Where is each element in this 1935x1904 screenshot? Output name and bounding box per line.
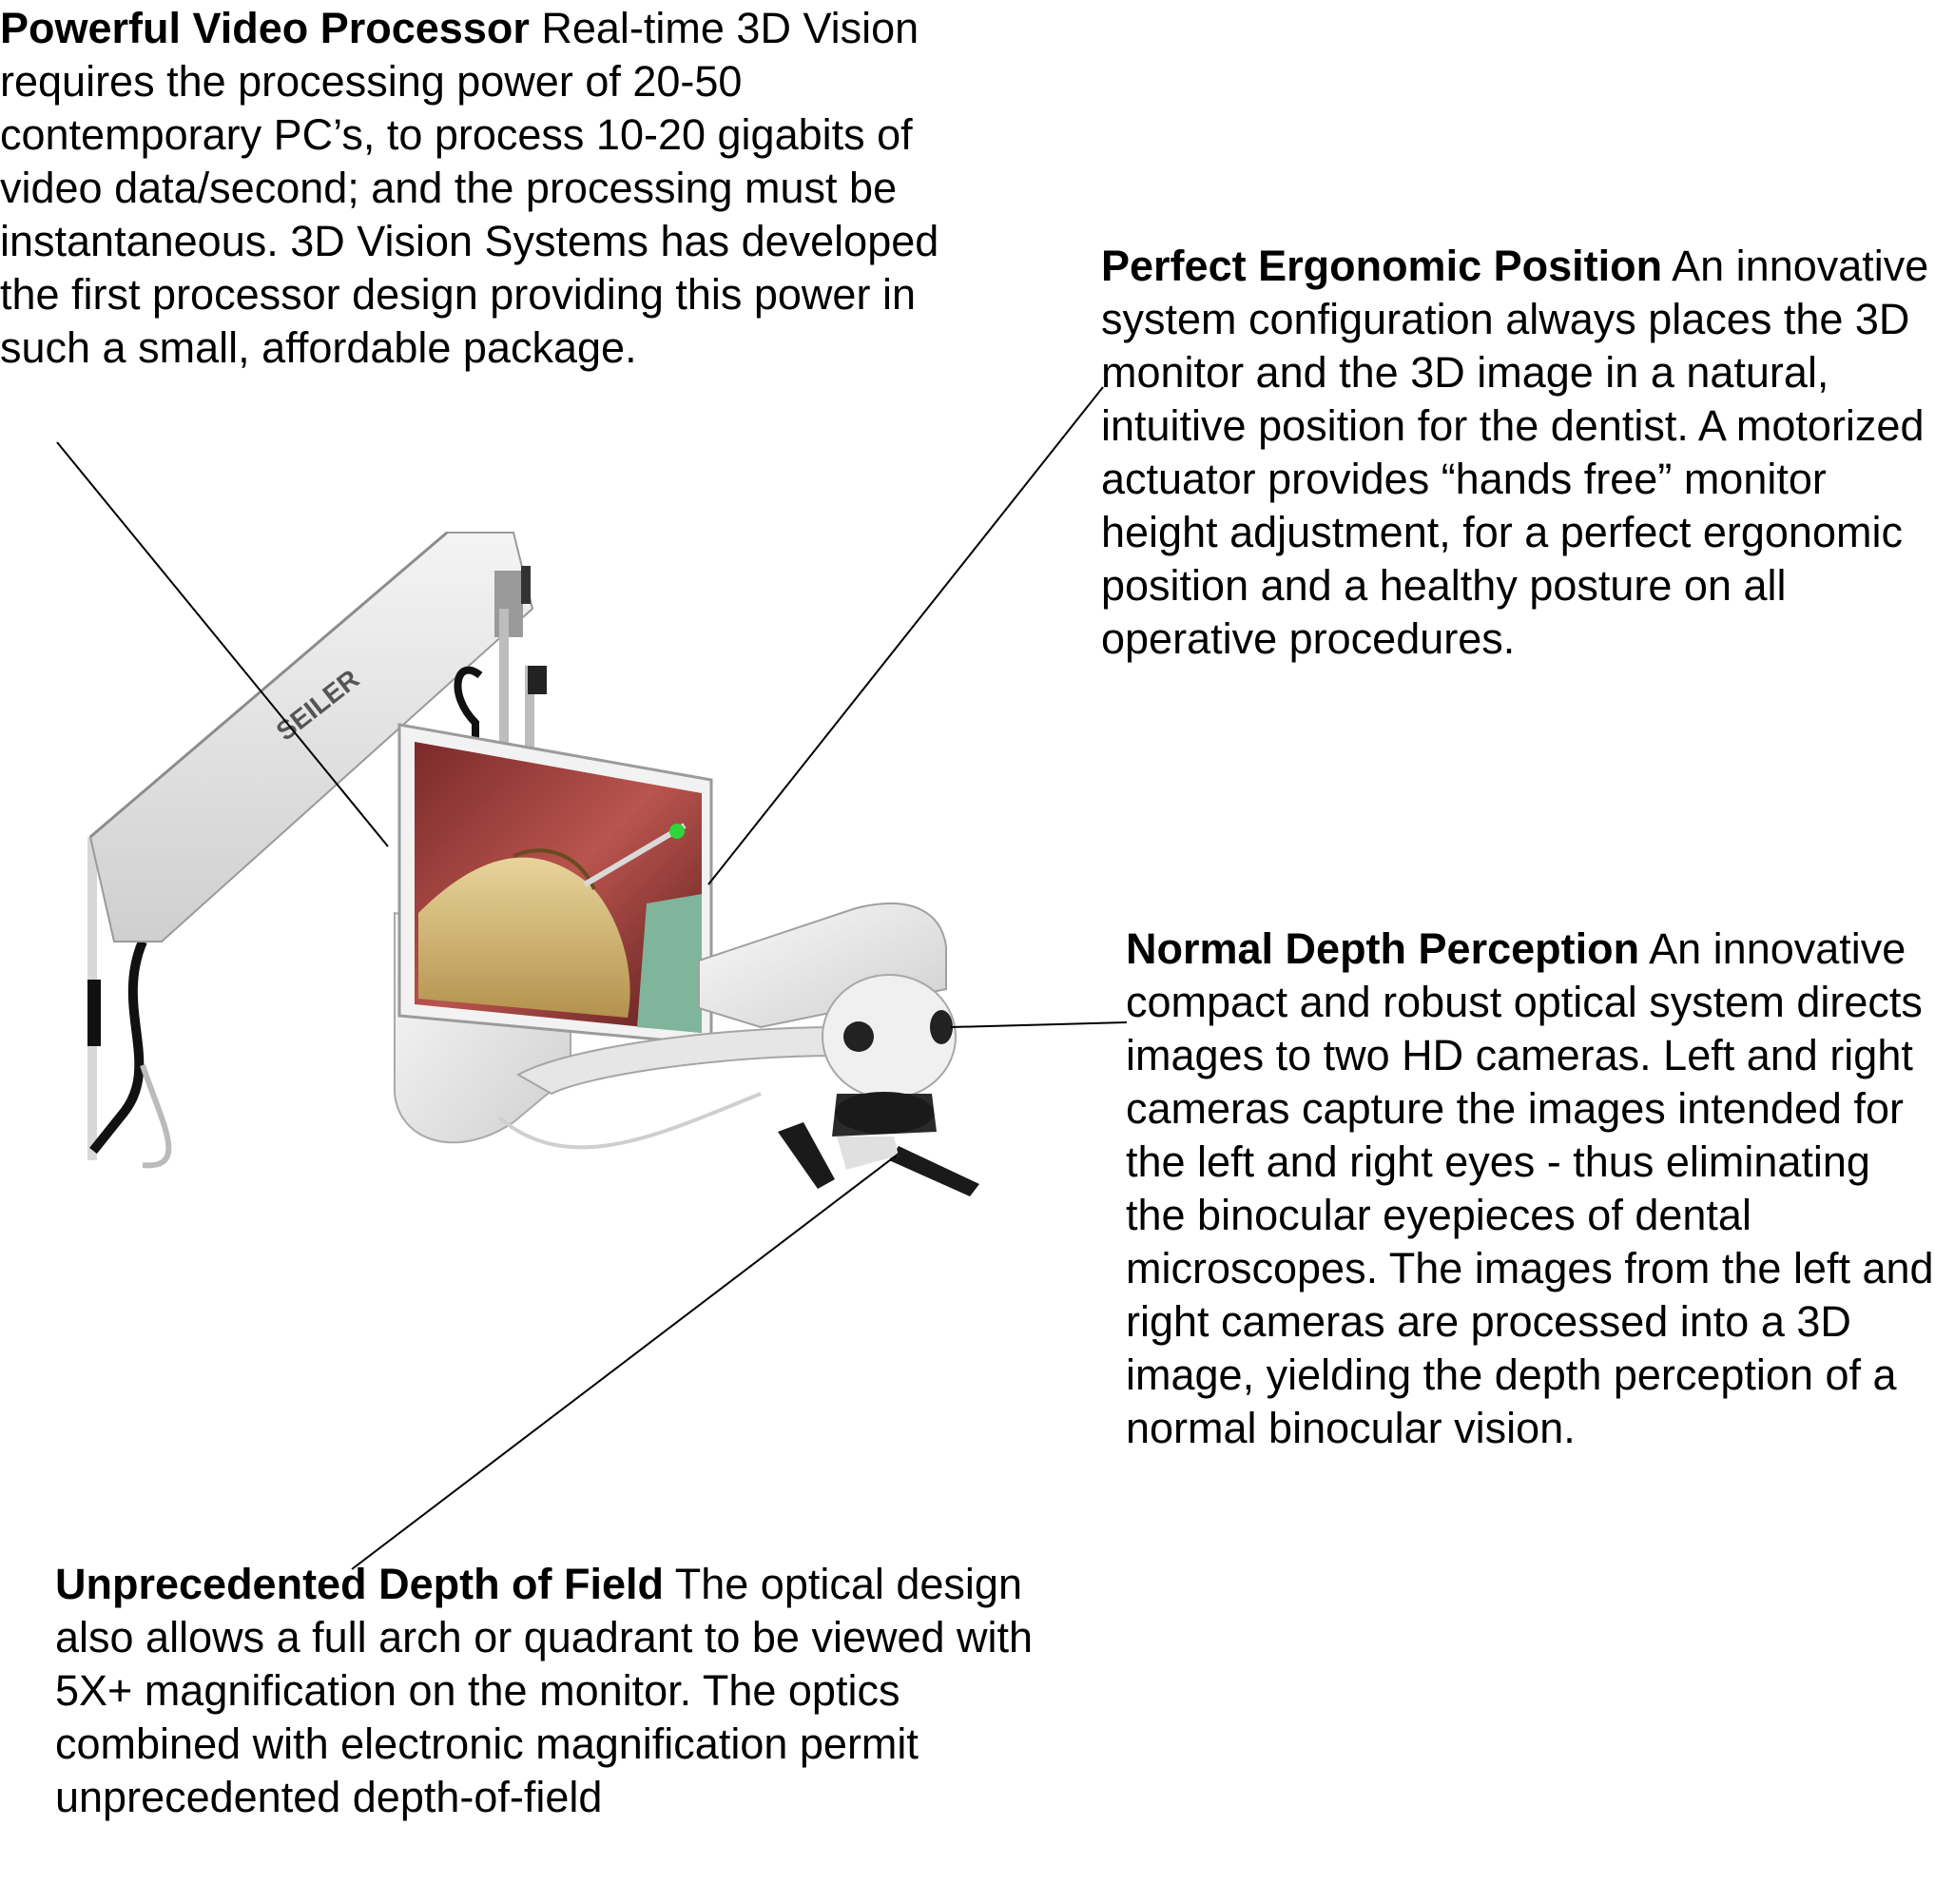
- callout-heading: Powerful Video Processor: [0, 4, 530, 52]
- callout-heading: Perfect Ergonomic Position: [1101, 242, 1663, 290]
- leader-depth-of-field: [351, 1153, 900, 1570]
- 3d-monitor: [397, 723, 713, 1046]
- leader-ergonomic-position: [707, 386, 1104, 885]
- callout-heading: Normal Depth Perception: [1126, 924, 1640, 973]
- leader-video-processor: [56, 441, 389, 847]
- stand-column: [87, 837, 172, 1169]
- callout-body: Real-time 3D Vision requires the process…: [0, 4, 939, 372]
- callout-ergonomic-position: Perfect Ergonomic Position An innovative…: [1101, 240, 1935, 666]
- monitor-mount-rods: [454, 609, 547, 780]
- callout-body: An innovative compact and robust optical…: [1126, 924, 1934, 1452]
- callout-depth-of-field: Unprecedented Depth of Field The optical…: [55, 1558, 1044, 1824]
- optical-head: [698, 903, 979, 1196]
- callout-body: The optical design also allows a full ar…: [55, 1560, 1034, 1821]
- callout-depth-perception: Normal Depth Perception An innovative co…: [1126, 923, 1935, 1455]
- callout-video-processor: Powerful Video Processor Real-time 3D Vi…: [0, 2, 941, 375]
- articulated-arm: SEILER: [88, 531, 534, 942]
- callout-body: An innovative system configuration alway…: [1101, 242, 1929, 663]
- leader-depth-perception: [950, 1021, 1128, 1028]
- callout-heading: Unprecedented Depth of Field: [55, 1560, 665, 1608]
- leader-lines: [56, 386, 1128, 1570]
